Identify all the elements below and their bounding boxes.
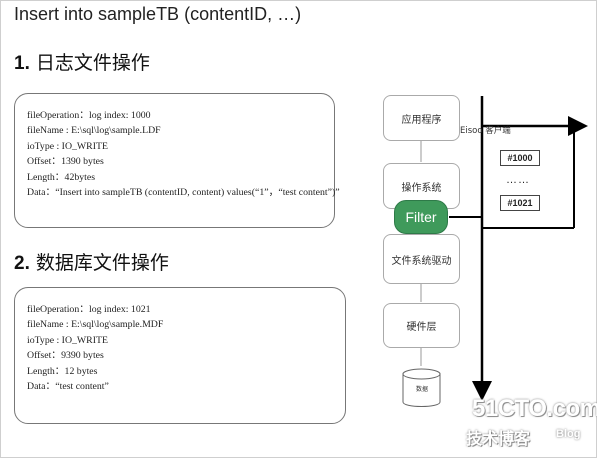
log-line-offset: Offset：1390 bytes	[27, 156, 104, 168]
filter-node: Filter	[394, 200, 448, 234]
db-line-file-operation: fileOperation：log index: 1021	[27, 304, 151, 315]
watermark-site: 51CTO.com	[472, 395, 597, 422]
db-line-offset: Offset：9390 bytes	[27, 350, 104, 362]
stack-hardware: 硬件层	[383, 303, 460, 348]
db-line-io-type: ioType : IO_WRITE	[27, 334, 108, 346]
log-id-ellipsis: ……	[506, 174, 530, 186]
stack-app: 应用程序	[383, 95, 460, 141]
section-title: 数据库文件操作	[35, 252, 169, 274]
db-line-data: Data：“test content”	[27, 381, 109, 393]
log-id-last: #1021	[500, 195, 540, 211]
log-line-data: Data：“Insert into sampleTB (contentID, c…	[27, 187, 340, 199]
stack-fs-driver: 文件系统驱动	[383, 234, 460, 284]
section-number: 1.	[14, 53, 30, 74]
log-file-operation-box: fileOperation：log index: 1000 fileName :…	[14, 93, 340, 228]
db-file-operation-box: fileOperation：log index: 1021 fileName :…	[14, 287, 346, 424]
section-title: 日志文件操作	[35, 52, 150, 74]
db-line-length: Length：12 bytes	[27, 365, 98, 377]
watermark-blog: Blog	[556, 428, 581, 440]
watermark-sub: 技术博客	[466, 429, 531, 448]
db-line-file-name: fileName : E:\sql\log\sample.MDF	[27, 319, 164, 331]
section-heading-db-file: 2.数据库文件操作	[14, 248, 169, 275]
database-cylinder-top	[402, 368, 441, 380]
client-label: Eisoo 客户端	[460, 126, 511, 136]
log-line-file-operation: fileOperation：log index: 1000	[27, 110, 151, 121]
page-title: Insert into sampleTB (contentID, …)	[14, 4, 302, 24]
log-line-io-type: ioType : IO_WRITE	[27, 140, 108, 152]
log-id-first: #1000	[500, 150, 540, 166]
log-line-length: Length：42bytes	[27, 171, 96, 183]
section-heading-log-file: 1.日志文件操作	[14, 48, 150, 75]
database-label: 数据	[415, 386, 428, 393]
section-number: 2.	[14, 253, 30, 274]
log-line-file-name: fileName : E:\sql\log\sample.LDF	[27, 125, 161, 137]
